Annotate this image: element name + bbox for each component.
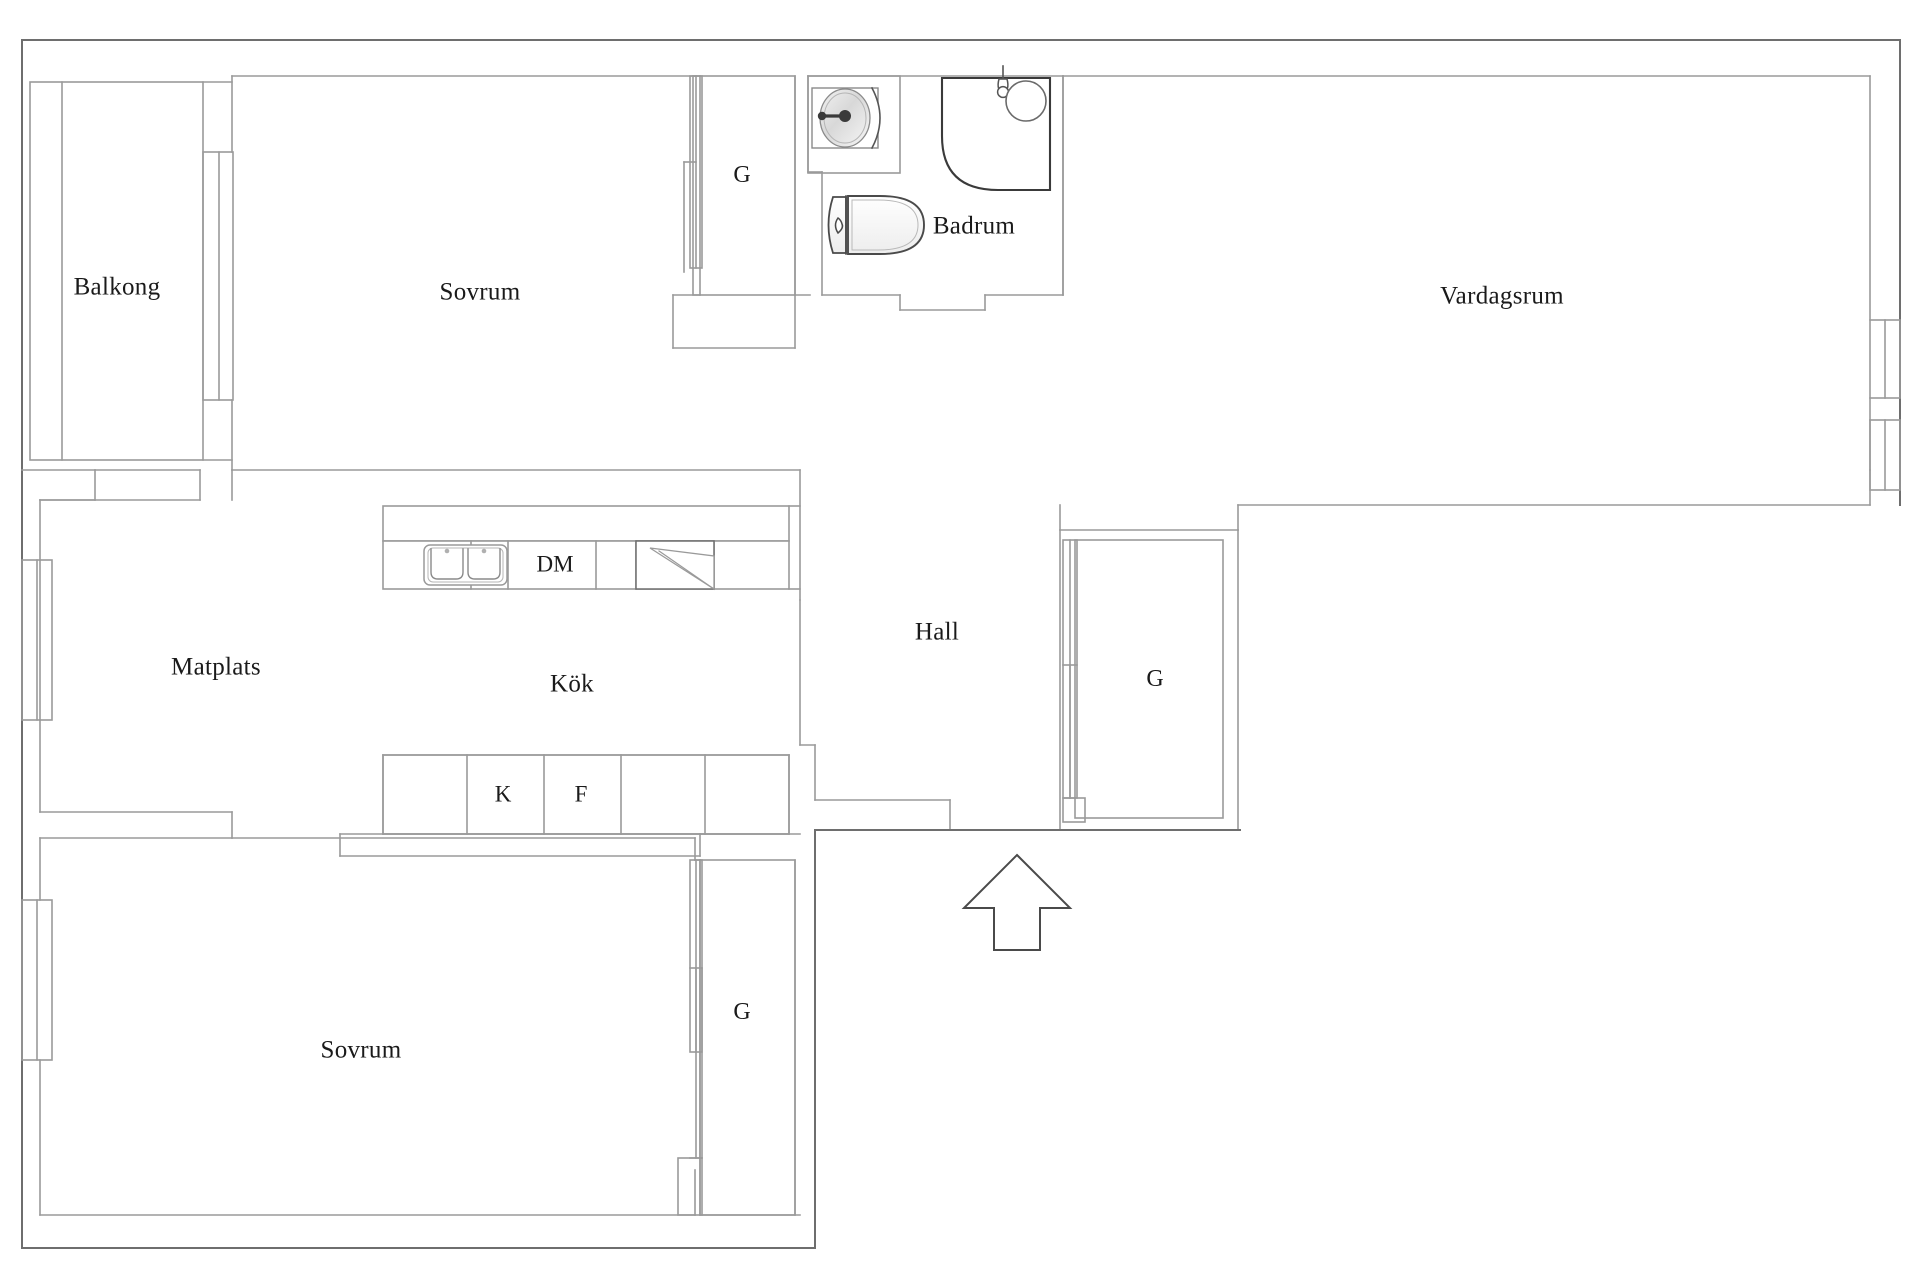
balcony-sliding-door[interactable] <box>202 151 234 401</box>
closet-label-bedroom-bottom: G <box>733 999 751 1025</box>
washbasin-alcove <box>807 75 901 174</box>
toilet-icon <box>827 195 925 255</box>
window-left-sovrum <box>21 899 53 1061</box>
room-hall <box>799 599 1241 1249</box>
closet-label-hall: G <box>1146 666 1164 692</box>
appliance-label-fridge: K <box>494 781 512 807</box>
closet-bedroom-top-sliding-door[interactable] <box>683 75 703 273</box>
floor-drain-icon <box>1005 80 1047 122</box>
room-label-matplats: Matplats <box>171 653 261 681</box>
closet-hall-sliding-door[interactable] <box>1062 539 1086 823</box>
room-label-kok: Kök <box>550 670 594 698</box>
room-sovrum-top <box>231 75 811 601</box>
bathroom-washbasin-icon <box>811 86 881 150</box>
window-right-top <box>1869 319 1901 399</box>
entrance-direction-arrow <box>961 853 1073 951</box>
room-label-sovrum-bottom: Sovrum <box>320 1036 402 1064</box>
closet-bedroom-top <box>692 75 796 296</box>
corner-cabinet-with-folding-door-icon <box>635 540 715 591</box>
double-kitchen-sink-icon <box>423 544 508 586</box>
closet-label-bedroom-top: G <box>733 162 751 188</box>
shower-head-icon <box>996 65 1010 99</box>
room-label-sovrum-top: Sovrum <box>439 278 521 306</box>
room-label-vardagsrum: Vardagsrum <box>1440 282 1564 310</box>
room-label-balkong: Balkong <box>73 273 161 301</box>
closet-bedroom-bottom-sliding-door[interactable] <box>677 859 703 1216</box>
closet-bedroom-bottom <box>694 859 796 1216</box>
closet-hall <box>1074 539 1224 819</box>
room-balkong <box>29 81 233 461</box>
appliance-label-freezer: F <box>574 781 588 807</box>
room-matplats <box>21 469 233 839</box>
window-left-matplats <box>21 559 53 721</box>
room-label-hall: Hall <box>914 618 960 646</box>
kitchen-lower-counter <box>339 754 801 857</box>
room-label-badrum: Badrum <box>932 212 1016 240</box>
window-right-bottom <box>1869 419 1901 491</box>
appliance-label-dishwasher: DM <box>536 551 574 577</box>
room-vardagsrum <box>1059 75 1871 831</box>
